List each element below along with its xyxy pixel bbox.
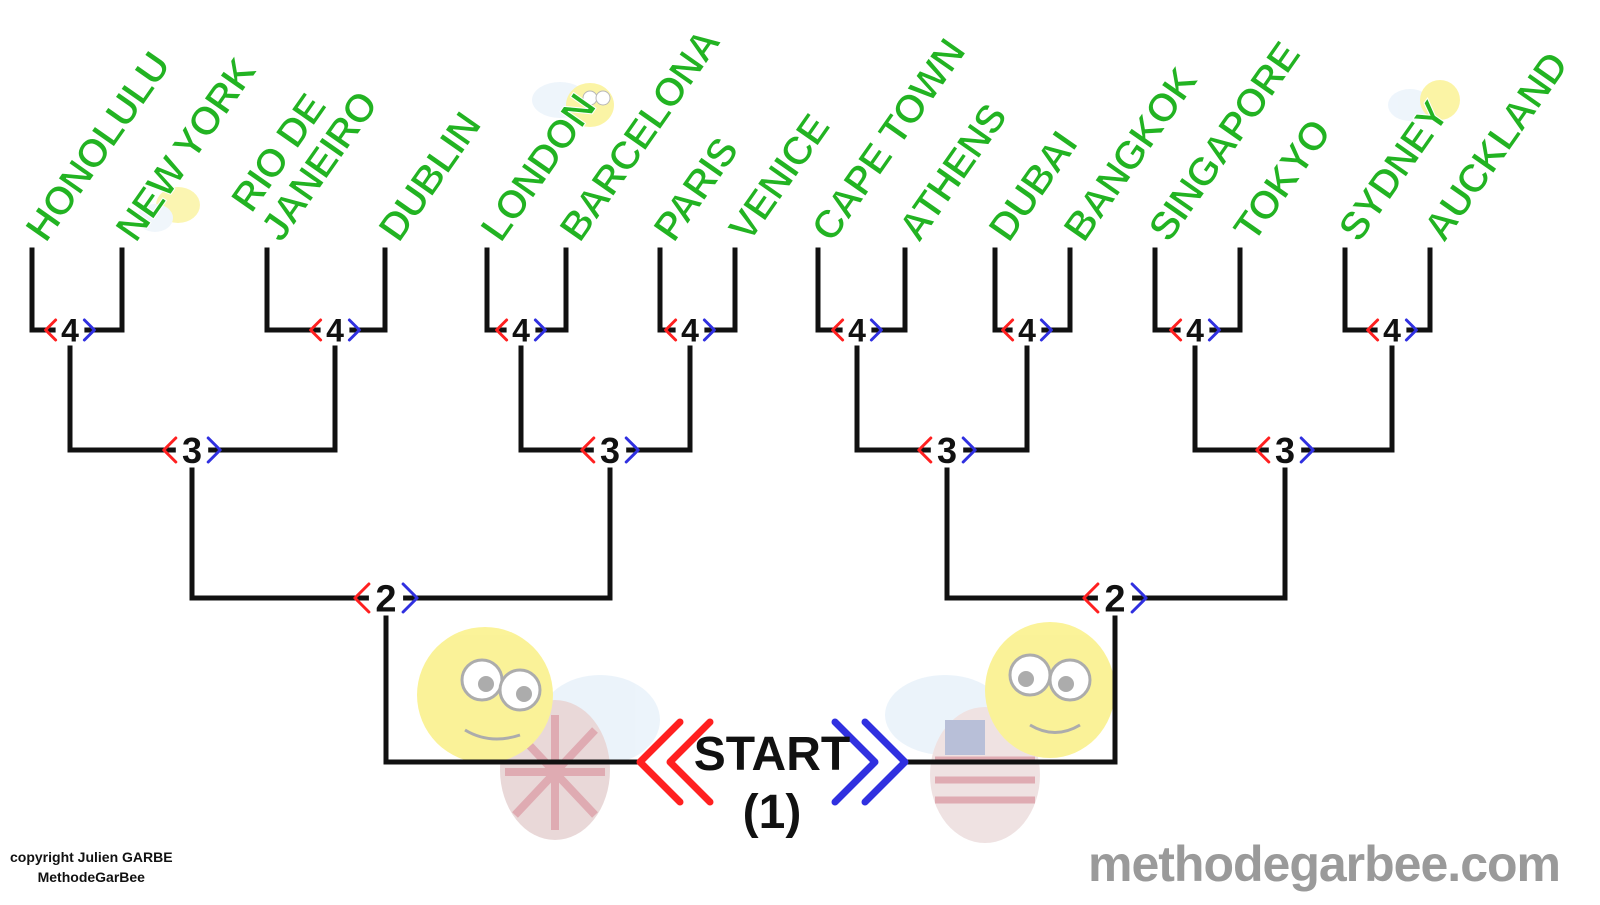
bee-mascot-icon	[137, 187, 200, 232]
right-arrow-icon	[1404, 318, 1418, 342]
left-arrow-icon	[1082, 582, 1100, 614]
city-label: AUCKLAND	[1415, 44, 1578, 249]
copyright-line: copyright Julien GARBE	[10, 849, 173, 865]
left-arrow-icon	[1366, 318, 1380, 342]
left-arrow-icon	[831, 318, 845, 342]
round-number: 3	[937, 430, 957, 471]
right-arrow-icon	[1039, 318, 1053, 342]
right-arrow-icon	[401, 582, 419, 614]
left-arrow-icon	[495, 318, 509, 342]
city-label-text: AUCKLAND	[1415, 45, 1577, 249]
left-arrow-icon	[162, 436, 178, 464]
round-3-node: 3	[580, 427, 640, 471]
node-backdrop	[55, 310, 85, 344]
round-number: 4	[1186, 313, 1204, 349]
start-label: START	[694, 728, 850, 781]
round-3-node: 3	[917, 427, 977, 471]
round-2-node: 2	[1082, 574, 1148, 621]
node-backdrop	[1012, 310, 1042, 344]
round-nodes: 4 4 4 4 4 4 4 4 3 3 3 3 2 2	[44, 310, 1418, 621]
left-arrow-icon	[44, 318, 58, 342]
start-node: START (1)	[636, 718, 909, 839]
right-arrow-icon	[82, 318, 96, 342]
node-backdrop	[368, 574, 404, 615]
round-4-node: 4	[664, 310, 716, 349]
website-link[interactable]: methodegarbee.com	[1087, 836, 1561, 892]
right-arrow-icon	[206, 436, 222, 464]
start-left-arrow-icon	[636, 718, 714, 806]
left-arrow-icon	[580, 436, 596, 464]
right-arrow-icon	[533, 318, 547, 342]
start-round-label: (1)	[743, 786, 802, 839]
node-backdrop	[320, 310, 350, 344]
round-number: 4	[848, 313, 866, 349]
right-arrow-icon	[1299, 436, 1315, 464]
right-arrow-icon	[1130, 582, 1148, 614]
bracket-line-final	[902, 615, 1118, 765]
round-number: 4	[1018, 313, 1036, 349]
node-backdrop	[506, 310, 536, 344]
left-arrow-icon	[664, 318, 678, 342]
bracket-lines	[29, 247, 1433, 765]
round-number: 4	[61, 313, 79, 349]
bee-mascot-icon	[1388, 80, 1460, 121]
round-4-node: 4	[1366, 310, 1418, 349]
round-3-node: 3	[162, 427, 222, 471]
node-backdrop	[1097, 574, 1133, 615]
copyright-brand: MethodeGarBee	[37, 869, 145, 885]
round-number: 2	[1104, 579, 1125, 621]
right-arrow-icon	[869, 318, 883, 342]
node-backdrop	[1268, 427, 1302, 466]
left-arrow-icon	[1001, 318, 1015, 342]
left-arrow-icon	[917, 436, 933, 464]
node-backdrop	[593, 427, 627, 466]
round-3-node: 3	[1255, 427, 1315, 471]
city-label-text: DUBLIN	[370, 105, 489, 249]
node-backdrop	[1180, 310, 1210, 344]
node-backdrop	[675, 310, 705, 344]
node-backdrop	[930, 427, 964, 466]
round-number: 3	[182, 430, 202, 471]
round-number: 4	[681, 313, 699, 349]
round-4-node: 4	[44, 310, 96, 349]
node-backdrop	[175, 427, 209, 466]
start-right-arrow-icon	[831, 718, 909, 806]
us-flag-bee-icon	[885, 622, 1115, 843]
round-4-node: 4	[1169, 310, 1221, 349]
round-number: 4	[512, 313, 530, 349]
right-arrow-icon	[347, 318, 361, 342]
copyright-block: copyright Julien GARBE MethodeGarBee	[10, 847, 173, 887]
round-4-node: 4	[495, 310, 547, 349]
round-number: 4	[326, 313, 344, 349]
round-number: 3	[1275, 430, 1295, 471]
round-number: 4	[1383, 313, 1401, 349]
right-arrow-icon	[624, 436, 640, 464]
right-arrow-icon	[961, 436, 977, 464]
left-arrow-icon	[309, 318, 323, 342]
left-arrow-icon	[1169, 318, 1183, 342]
round-4-node: 4	[1001, 310, 1053, 349]
city-label: DUBLIN	[370, 105, 490, 250]
bracket-line-final	[383, 615, 643, 765]
left-arrow-icon	[1255, 436, 1271, 464]
round-2-node: 2	[353, 574, 419, 621]
right-arrow-icon	[1207, 318, 1221, 342]
round-number: 2	[375, 579, 396, 621]
round-number: 3	[600, 430, 620, 471]
round-4-node: 4	[831, 310, 883, 349]
left-arrow-icon	[353, 582, 371, 614]
right-arrow-icon	[702, 318, 716, 342]
bee-mascot-icon	[532, 82, 614, 127]
node-backdrop	[1377, 310, 1407, 344]
round-4-node: 4	[309, 310, 361, 349]
uk-flag-bee-icon	[417, 627, 660, 840]
node-backdrop	[842, 310, 872, 344]
